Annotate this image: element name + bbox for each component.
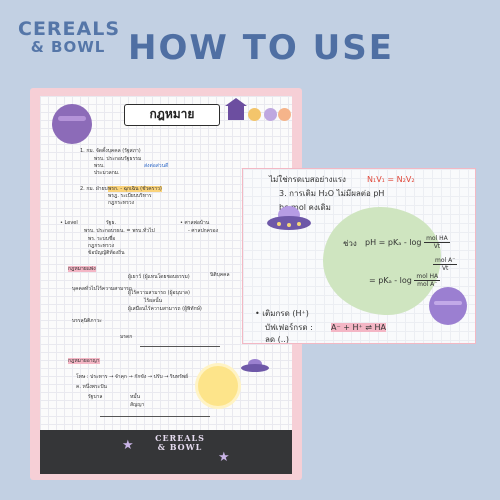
highlight-blob (323, 207, 441, 315)
sticker-dot-icon (278, 108, 291, 121)
note-line: ผู้ไร้ความสามารถ (ผู้อนุบาล) (128, 290, 190, 296)
note-line: มรดก (120, 334, 133, 340)
fraction-denominator: Vt (433, 243, 441, 250)
note-line: 1. กม. จัดตั้งบุคคล (รัฐสภา) (80, 148, 141, 154)
note-line: กฎกระทรวง (88, 243, 115, 249)
note-line: ข้อบัญญัติท้องถิ่น (88, 250, 125, 256)
note-line: พรบ. (94, 163, 105, 169)
note-line: พรบ. ประกอบรธน. = พรบ.ทั่วไป (84, 228, 155, 234)
zoom-line: ลด (..) (265, 335, 289, 344)
highlight: กฎหมายแพ่ง (68, 266, 96, 272)
zoom-detail-card: ไม่ใช่กรดเบสอย่างแรง N₁V₁ = N₂V₂ 3. การเ… (242, 168, 476, 344)
note-line: กฎกระทรวง (108, 200, 135, 206)
house-icon (225, 98, 247, 120)
highlight: A⁻ + H⁺ ⇌ HA (331, 323, 386, 332)
note-line: ไร้ผลนั้น (144, 298, 163, 304)
note-line: - ศาลปกครอง (188, 228, 219, 234)
note-line: พรก. - ฉุกเฉิน (ชั่วคราว) (108, 186, 162, 193)
page-heading: กฎหมาย (124, 104, 220, 126)
fraction-numerator: mol HA (414, 273, 441, 281)
note-line: สัญญา (130, 402, 145, 408)
formula-ph: pH = pKₐ - log mol HA Vt (365, 235, 450, 250)
footer-logo-line2: & BOWL (157, 441, 203, 452)
formula-left: = pKₐ - log (369, 276, 412, 285)
formula-label: ช่วง (343, 239, 357, 248)
sticker-dot-icon (264, 108, 277, 121)
star-icon: ★ (122, 438, 134, 453)
formula-fraction: mol A⁻ Vt (433, 257, 458, 272)
zoom-line: bc mol คงเดิม (279, 203, 331, 212)
note-line: ส่งต่อส่วนดี (144, 163, 169, 169)
footer-logo: CEREALS & BOWL (150, 434, 210, 452)
note-line: บุคคลทั่วไปไร้ความสามารถ (72, 286, 132, 292)
note-line: หมั้น (130, 394, 141, 400)
ufo-icon (241, 359, 269, 372)
section-label: กฎหมายอาญา (68, 358, 100, 365)
brand-line2: & BOWL (30, 37, 106, 56)
zoom-equation: N₁V₁ = N₂V₂ (367, 175, 415, 184)
note-line: นิติบุคคล (210, 272, 230, 278)
note-line: ผู้เยาว์ (ผู้แทนโดยชอบธรรม) (128, 274, 190, 280)
zoom-line: ไม่ใช่กรดเบสอย่างแรง (269, 175, 346, 184)
note-line: บรรลุนิติภาวะ (72, 318, 102, 324)
fraction: mol A⁻ Vt (433, 257, 458, 272)
note-line: 2. กม. ฝ่ายบริหาร (80, 186, 120, 192)
footer-logo-line1: CEREALS (155, 433, 205, 443)
scribble-line (140, 346, 220, 347)
note-line: โทษ : ประหาร → จำคุก → กักขัง → ปรับ → ร… (76, 374, 189, 380)
zoom-line: บัฟเฟอร์กรด : (265, 323, 313, 332)
note-line: • ศาลพ่อบ้าน (180, 220, 210, 226)
note-line: รัฐธ. (106, 220, 117, 226)
section-label: กฎหมายแพ่ง (68, 266, 96, 273)
highlight: กฎหมายอาญา (68, 358, 100, 364)
brand-line1: CEREALS (18, 18, 121, 40)
planet-icon (429, 287, 467, 325)
note-line: ค. หนึ่งพระปัน (76, 384, 107, 390)
highlight: พรก. - ฉุกเฉิน (ชั่วคราว) (108, 186, 162, 192)
fraction-denominator: mol A⁻ (417, 281, 438, 288)
note-line: ผู้เสมือนไร้ความสามารถ (ผู้พิทักษ์) (128, 306, 202, 312)
formula-left: pH = pKₐ - log (365, 238, 422, 247)
brand-logo: CEREALS & BOWL (18, 18, 121, 56)
zoom-line: 3. การเติม H₂O ไม่มีผลต่อ pH (279, 189, 385, 198)
zoom-equation: A⁻ + H⁺ ⇌ HA (331, 323, 386, 333)
formula-simplified: = pKₐ - log mol HA mol A⁻ (369, 273, 441, 288)
note-line: พรฎ. ระเบียบบริหาร (108, 193, 152, 199)
scribble-line (100, 416, 210, 417)
fraction: mol HA Vt (424, 235, 450, 250)
sticker-dot-icon (248, 108, 261, 121)
fraction-numerator: mol A⁻ (433, 257, 458, 265)
zoom-bullet: • เติมกรด (H⁺) (255, 309, 309, 318)
sun-sticker-icon (198, 366, 238, 406)
star-icon: ★ (218, 450, 230, 465)
ufo-icon (267, 206, 311, 230)
planet-icon (52, 104, 92, 144)
page-footer (40, 430, 292, 474)
fraction-denominator: Vt (441, 265, 449, 272)
fraction: mol HA mol A⁻ (414, 273, 441, 288)
fraction-numerator: mol HA (424, 235, 450, 243)
note-line: • Level (60, 220, 78, 226)
note-line: รัฐบาล (88, 394, 103, 400)
note-line: ประมวลกม. (94, 170, 120, 176)
page-title: HOW TO USE (128, 28, 394, 68)
note-line: พร. ระบบชื่อ (88, 236, 116, 242)
note-line: พรบ. ประกอบรัฐธรรม (94, 156, 142, 162)
